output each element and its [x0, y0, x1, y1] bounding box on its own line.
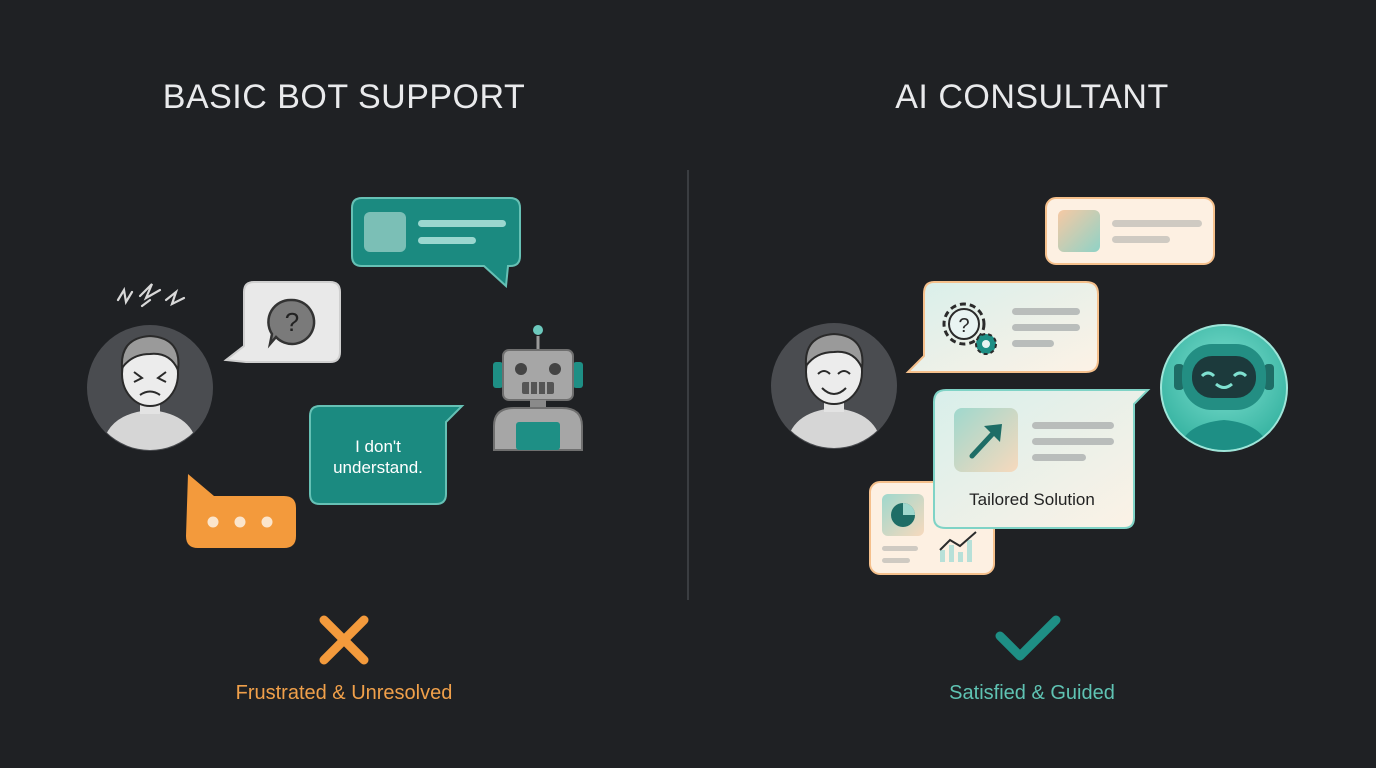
basic-robot-icon — [493, 325, 583, 451]
bot-reply-text: I don't — [355, 437, 401, 456]
typing-bubble — [186, 474, 296, 548]
tailored-solution-label: Tailored Solution — [969, 490, 1095, 509]
growth-arrow-icon — [969, 424, 1002, 459]
analysis-bubble: ? — [905, 281, 1099, 373]
frustrated-user-avatar — [87, 325, 213, 451]
gear-question-icon: ? — [942, 302, 997, 355]
ellipsis-icon — [207, 516, 273, 528]
frustration-scribble-icon — [116, 283, 186, 308]
teal-message-bubble — [351, 197, 521, 289]
svg-text:?: ? — [285, 307, 299, 337]
question-icon: ? — [267, 298, 316, 349]
insight-card — [1045, 197, 1215, 265]
tailored-solution-bubble: Tailored Solution — [933, 389, 1151, 529]
center-divider — [687, 170, 689, 600]
bot-reply-bubble: I don't understand. — [309, 405, 465, 505]
basic-bot-title: BASIC BOT SUPPORT — [162, 78, 526, 116]
line-chart-icon — [939, 531, 977, 562]
ai-consultant-scene: ? — [771, 197, 1288, 661]
satisfied-user-avatar — [771, 323, 897, 449]
basic-bot-panel: BASIC BOT SUPPORT — [87, 78, 583, 704]
basic-bot-scene: ? I don't understand. — [87, 197, 583, 665]
basic-bot-caption: Frustrated & Unresolved — [235, 682, 453, 704]
checkmark-icon — [995, 615, 1061, 661]
ai-consultant-caption: Satisfied & Guided — [949, 682, 1115, 704]
question-bubble: ? — [223, 281, 341, 363]
x-mark-icon — [319, 615, 369, 665]
svg-text:?: ? — [958, 315, 969, 337]
bot-reply-text-line2: understand. — [333, 458, 423, 477]
ai-consultant-panel: AI CONSULTANT — [688, 0, 1376, 768]
ai-bot-avatar — [1160, 324, 1288, 452]
pie-chart-icon — [891, 503, 915, 527]
ai-consultant-title: AI CONSULTANT — [895, 78, 1169, 116]
